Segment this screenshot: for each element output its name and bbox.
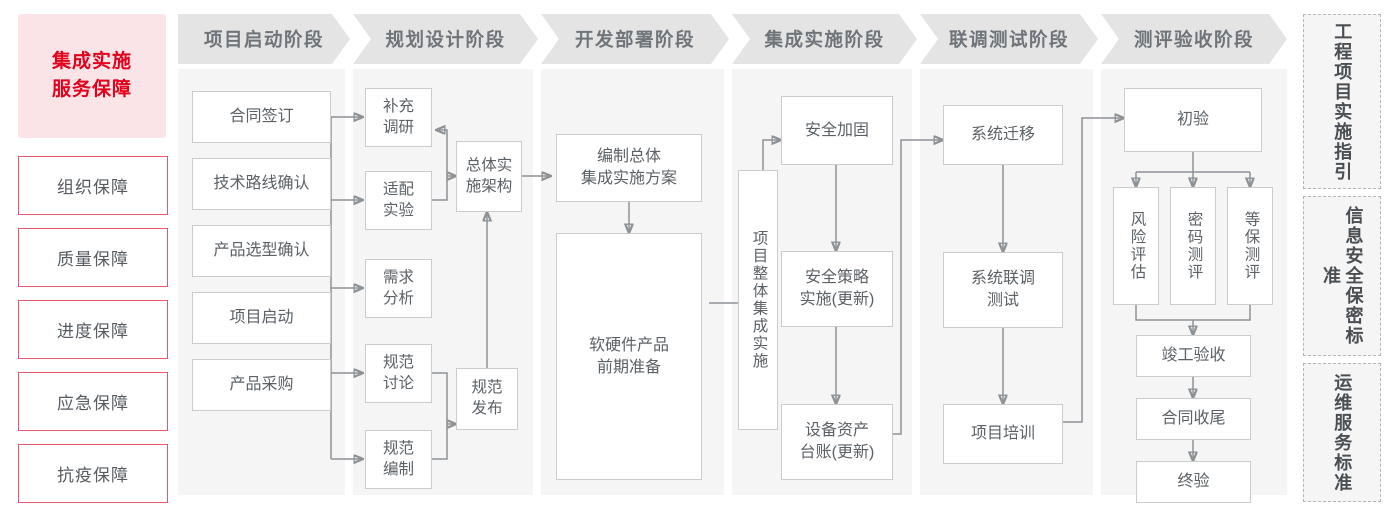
node-system-migration[interactable]: 系统迁移 (943, 105, 1063, 165)
node-line-1: 规范 (382, 353, 414, 371)
rail-item-quality[interactable]: 质量保障 (18, 228, 168, 287)
node-tech-route-confirm[interactable]: 技术路线确认 (192, 158, 331, 210)
node-line-1: 总体实 (465, 156, 513, 174)
node-line-2: 实施(更新) (799, 291, 875, 308)
node-overall-project-integration[interactable]: 项目整体集成实施 (738, 170, 778, 430)
node-line-1: 系统联调 (970, 270, 1035, 288)
node-line-2: 测试 (986, 292, 1019, 309)
node-project-training[interactable]: 项目培训 (943, 404, 1063, 464)
phase-banner-development[interactable]: 开发部署阶段 (541, 14, 729, 64)
node-product-selection[interactable]: 产品选型确认 (192, 225, 331, 277)
node-line-2: 调研 (382, 118, 414, 136)
guarantee-rail-header-line1: 集成实施 (51, 51, 132, 73)
node-initial-acceptance[interactable]: 初验 (1124, 88, 1262, 152)
node-line-1: 安全策略 (804, 269, 869, 287)
node-spec-release[interactable]: 规范发布 (456, 368, 518, 430)
rail-item-epidemic[interactable]: 抗疫保障 (18, 444, 168, 503)
rail-item-schedule[interactable]: 进度保障 (18, 300, 168, 359)
standard-label-ops-service-standard: 运维服务标准 (1332, 372, 1353, 493)
node-project-kickoff[interactable]: 项目启动 (192, 292, 331, 344)
node-line-2: 讨论 (382, 374, 414, 392)
node-mlps-evaluation[interactable]: 等保测评 (1227, 187, 1273, 305)
node-line-2: 台账(更新) (799, 444, 875, 461)
node-line-2: 集成实施方案 (580, 170, 677, 187)
node-line-1: 软硬件产品 (588, 336, 669, 354)
node-adaptation-experiment[interactable]: 适配实验 (365, 171, 432, 230)
node-product-purchase[interactable]: 产品采购 (192, 359, 331, 411)
node-cryptography-evaluation[interactable]: 密码测评 (1170, 187, 1216, 305)
guarantee-rail-header-line2: 服务保障 (51, 79, 132, 100)
node-overall-architecture[interactable]: 总体实施架构 (456, 141, 522, 212)
node-requirement-analysis[interactable]: 需求分析 (365, 259, 432, 318)
node-asset-ledger-update[interactable]: 设备资产台账(更新) (781, 404, 893, 480)
node-system-joint-test[interactable]: 系统联调测试 (943, 252, 1063, 328)
node-contract-signing[interactable]: 合同签订 (192, 91, 331, 143)
node-line-1: 适配 (382, 180, 414, 198)
standard-box-infosec-standard[interactable]: 信息安全保密标准 (1303, 196, 1381, 356)
node-line-1: 补充 (382, 97, 414, 115)
node-line-2: 发布 (471, 400, 503, 417)
node-line-1: 设备资产 (804, 422, 869, 440)
phase-banner-planning[interactable]: 规划设计阶段 (353, 14, 538, 64)
node-line-2: 前期准备 (596, 358, 661, 376)
phase-banner-initiation[interactable]: 项目启动阶段 (178, 14, 350, 64)
node-line-1: 规范 (382, 439, 414, 457)
standard-box-engineering-guide[interactable]: 工程项目实施指引 (1303, 14, 1381, 189)
node-overall-integration-plan[interactable]: 编制总体集成实施方案 (556, 134, 702, 202)
node-supplementary-research[interactable]: 补充调研 (365, 88, 432, 147)
node-spec-discussion[interactable]: 规范讨论 (365, 344, 432, 403)
node-security-hardening[interactable]: 安全加固 (781, 96, 893, 165)
node-line-1: 编制总体 (596, 148, 661, 166)
node-line-2: 分析 (382, 289, 414, 307)
node-risk-assessment[interactable]: 风险评估 (1113, 187, 1159, 305)
phase-banner-integration[interactable]: 集成实施阶段 (732, 14, 917, 64)
phase-banner-acceptance[interactable]: 测评验收阶段 (1101, 14, 1287, 64)
node-final-acceptance[interactable]: 终验 (1136, 461, 1251, 503)
node-hw-sw-preparation[interactable]: 软硬件产品前期准备 (556, 233, 702, 480)
node-line-1: 需求 (382, 268, 414, 286)
guarantee-rail: 集成实施 服务保障 组织保障 质量保障 进度保障 应急保障 抗疫保障 (18, 14, 168, 503)
node-spec-drafting[interactable]: 规范编制 (365, 430, 432, 489)
node-line-2: 编制 (382, 460, 414, 478)
guarantee-rail-header: 集成实施 服务保障 (18, 14, 166, 138)
node-security-policy-update[interactable]: 安全策略实施(更新) (781, 251, 893, 327)
phase-banner-testing[interactable]: 联调测试阶段 (920, 14, 1098, 64)
node-line-2: 施架构 (465, 177, 513, 195)
node-line-2: 实验 (382, 201, 414, 219)
rail-item-organization[interactable]: 组织保障 (18, 156, 168, 215)
rail-item-emergency[interactable]: 应急保障 (18, 372, 168, 431)
standard-label-infosec-standard: 信息安全保密标准 (1321, 206, 1364, 346)
node-line-1: 规范 (471, 379, 503, 397)
node-completion-acceptance[interactable]: 竣工验收 (1136, 335, 1251, 377)
node-contract-closure[interactable]: 合同收尾 (1136, 398, 1251, 440)
standard-label-engineering-guide: 工程项目实施指引 (1332, 21, 1353, 182)
standard-box-ops-service-standard[interactable]: 运维服务标准 (1303, 363, 1381, 502)
